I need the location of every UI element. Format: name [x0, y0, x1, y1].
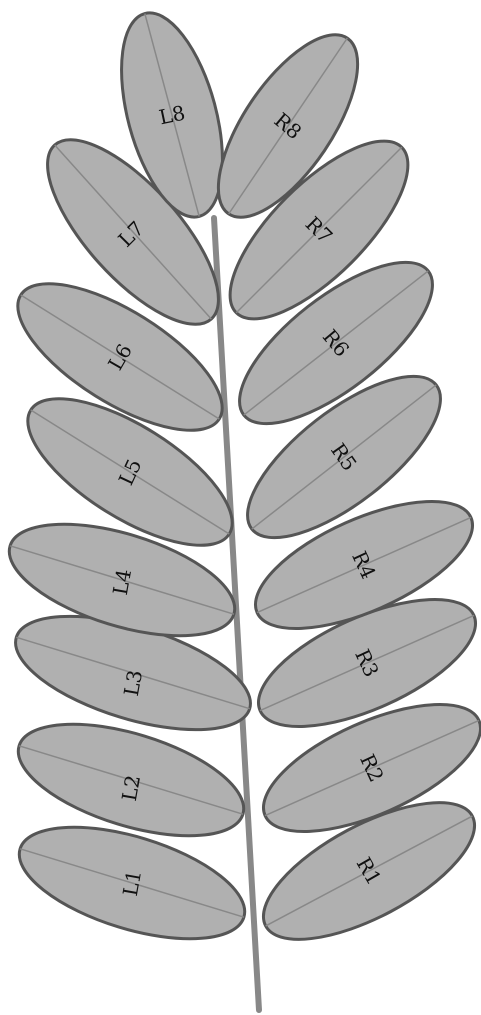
leaflet-label-l4: L4: [108, 567, 136, 597]
leaflet-label-l3: L3: [119, 668, 147, 698]
leaflet-label-l1: L1: [118, 868, 146, 898]
leaflet-label-l2: L2: [117, 773, 145, 803]
